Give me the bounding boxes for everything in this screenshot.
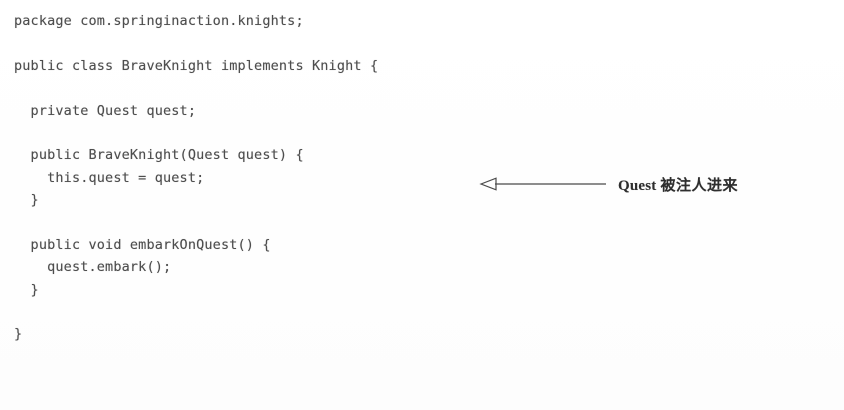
callout-label-latin: Quest [618, 177, 657, 194]
code-line: private Quest quest; [14, 102, 197, 119]
code-line: public class BraveKnight implements Knig… [14, 57, 379, 74]
callout-label-cjk: 被注人进来 [660, 175, 738, 194]
code-line: quest.embark(); [14, 259, 172, 276]
code-line [14, 301, 634, 323]
code-line [14, 77, 634, 99]
code-line: public BraveKnight(Quest quest) { [14, 147, 304, 164]
code-line: } [14, 281, 39, 298]
code-line: } [14, 326, 23, 343]
callout-annotation: Quest 被注人进来 [478, 171, 738, 197]
code-line [14, 122, 634, 144]
code-line: package com.springinaction.knights; [14, 13, 304, 29]
left-arrow-icon [479, 177, 606, 191]
callout-label: Quest 被注人进来 [618, 174, 738, 195]
code-line: public void embarkOnQuest() { [14, 236, 271, 253]
code-line [14, 32, 634, 54]
code-line [14, 212, 634, 234]
